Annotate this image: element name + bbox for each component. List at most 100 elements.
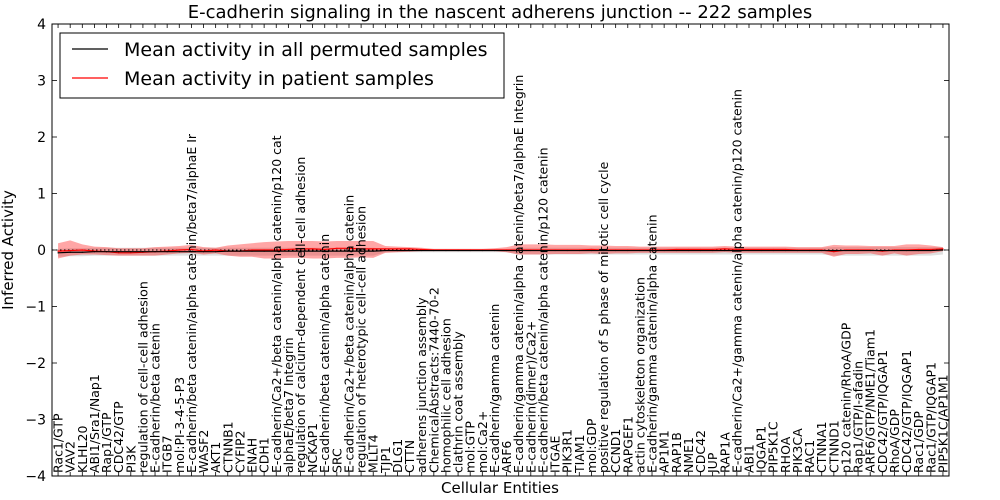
point-series-0 <box>81 251 83 253</box>
category-label: PI3K <box>123 445 138 473</box>
point-series-0 <box>469 249 471 252</box>
point-series-0 <box>384 249 386 252</box>
legend-box <box>59 32 505 99</box>
point-series-0 <box>833 249 835 252</box>
point-series-0 <box>712 249 714 252</box>
category-label: Rac1/GTP <box>51 413 66 473</box>
category-label: JUP <box>705 452 720 474</box>
point-series-0 <box>942 249 944 251</box>
category-label: DLG1 <box>390 439 405 473</box>
point-series-0 <box>724 249 726 252</box>
point-series-0 <box>796 249 799 252</box>
category-label: p120 catenin/RhoA/GDP <box>838 322 853 473</box>
point-series-0 <box>893 249 896 252</box>
category-label: TJP1 <box>378 446 393 474</box>
category-label: E-cadherin/beta catenin/alpha catenin/be… <box>184 133 199 473</box>
category-label: E-cadherin/beta catenin/alpha catenin <box>317 234 332 473</box>
point-series-0 <box>215 251 217 253</box>
point-series-1 <box>712 248 714 251</box>
point-series-0 <box>590 249 593 252</box>
category-label: PIK3R1 <box>560 429 575 473</box>
point-series-0 <box>178 251 180 253</box>
category-label: regulation of cell-cell adhesion <box>135 281 150 473</box>
category-label: E-cadherin/gamma catenin/alpha catenin <box>645 214 660 473</box>
category-label: AP1M1 <box>657 430 672 473</box>
series-lines <box>57 247 944 254</box>
point-series-0 <box>602 249 605 252</box>
point-series-0 <box>821 249 823 252</box>
point-series-1 <box>748 248 750 251</box>
point-series-0 <box>336 250 338 252</box>
category-label: E-cadherin/gamma catenin/alpha catenin/b… <box>511 75 526 473</box>
point-series-1 <box>833 251 835 253</box>
point-series-0 <box>142 251 144 253</box>
point-series-1 <box>118 252 120 254</box>
point-series-1 <box>178 249 180 251</box>
category-label: regulation of calcium-dependent cell-cel… <box>293 157 308 473</box>
category-label: CCND1 <box>608 429 623 473</box>
category-label: ITGB7 <box>160 435 175 473</box>
point-series-0 <box>615 249 617 252</box>
point-series-0 <box>263 250 265 252</box>
category-label: CTTN <box>402 440 417 473</box>
point-series-0 <box>857 249 859 252</box>
point-series-0 <box>457 249 459 252</box>
category-label: CTNNA1 <box>814 421 829 473</box>
point-series-1 <box>421 248 423 251</box>
point-series-0 <box>408 249 411 252</box>
point-series-0 <box>905 249 908 252</box>
category-label: ARF6 <box>499 441 514 473</box>
y-tick-label: 1 <box>37 187 46 203</box>
point-series-0 <box>675 249 677 252</box>
point-series-0 <box>663 249 665 252</box>
y-tick-label: 0 <box>37 243 46 259</box>
point-series-1 <box>372 248 374 250</box>
point-series-1 <box>724 248 726 250</box>
category-label: KLHL20 <box>75 426 90 473</box>
category-label: adherens junction assembly <box>414 297 429 473</box>
point-series-1 <box>384 248 386 250</box>
point-series-1 <box>299 248 302 250</box>
point-series-0 <box>251 250 253 252</box>
point-series-0 <box>166 251 168 253</box>
point-series-1 <box>348 247 350 249</box>
chart-title: E-cadherin signaling in the nascent adhe… <box>188 2 812 23</box>
category-label: homophilic cell adhesion <box>438 318 453 473</box>
category-label: E-cadherin/gamma catenin <box>487 304 502 473</box>
y-tick-label: −1 <box>25 300 46 316</box>
category-labels: Rac1/GTPVAV2KLHL20ABI1/Sra1/Nap1Rap1/GTP… <box>51 75 951 474</box>
point-series-0 <box>518 249 520 252</box>
category-label: IQGAP1 <box>754 426 769 473</box>
point-series-1 <box>251 249 253 251</box>
point-series-0 <box>396 249 399 252</box>
point-series-0 <box>505 249 508 252</box>
point-series-1 <box>69 249 71 252</box>
point-series-0 <box>651 249 653 252</box>
point-series-0 <box>930 249 932 252</box>
point-series-0 <box>687 249 689 252</box>
point-series-0 <box>433 249 435 252</box>
point-series-0 <box>118 251 120 253</box>
category-label: RAPGEF1 <box>620 416 635 473</box>
point-series-1 <box>312 248 314 250</box>
y-tick-label: 3 <box>37 74 46 90</box>
point-series-0 <box>154 251 156 253</box>
point-series-0 <box>69 251 71 253</box>
point-series-0 <box>760 249 762 252</box>
category-label: Rap1/GTP/I-afadin <box>851 361 866 473</box>
category-label: VAV2 <box>63 441 78 473</box>
y-tick-label: 4 <box>37 17 46 33</box>
point-series-0 <box>566 249 568 252</box>
category-label: WASF2 <box>196 430 211 473</box>
point-series-1 <box>360 248 362 250</box>
y-tick-label: −3 <box>25 413 46 429</box>
point-series-0 <box>481 249 483 252</box>
point-series-1 <box>760 248 762 251</box>
point-series-0 <box>227 250 229 252</box>
point-series-1 <box>699 248 702 251</box>
point-series-0 <box>57 252 59 254</box>
point-series-1 <box>736 248 738 251</box>
point-series-0 <box>869 249 871 252</box>
y-axis-label: Inferred Activity <box>0 190 17 310</box>
